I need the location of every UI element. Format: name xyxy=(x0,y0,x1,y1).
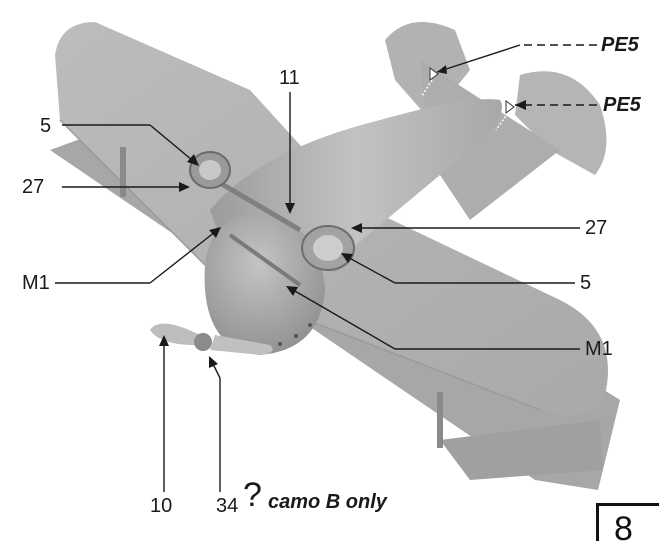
callout-pe5-upper: PE5 xyxy=(601,34,639,56)
callout-part-27-right: 27 xyxy=(585,217,608,239)
callout-pe5-lower: PE5 xyxy=(603,94,641,116)
machine-guns xyxy=(213,177,302,287)
page-number-frame xyxy=(596,503,659,541)
callout-part-m1-left: M1 xyxy=(22,272,50,294)
arrowheads xyxy=(159,65,526,368)
pe5-markers xyxy=(421,67,515,131)
gun-sight-right xyxy=(301,225,355,271)
tailplane xyxy=(385,22,607,220)
leader-lines xyxy=(55,44,597,492)
callout-part-10: 10 xyxy=(150,495,173,517)
callout-part-m1-right: M1 xyxy=(585,338,613,360)
gun-sight-left xyxy=(189,151,231,189)
optional-part-symbol: ? xyxy=(243,476,262,514)
page-number: 8 xyxy=(614,510,633,541)
callout-part-5-right: 5 xyxy=(580,272,592,294)
callout-part-34: 34 xyxy=(216,495,239,517)
callout-part-27-left: 27 xyxy=(22,176,45,198)
callout-part-11: 11 xyxy=(279,67,300,89)
camo-note: camo B only xyxy=(268,491,387,513)
callout-part-5-left: 5 xyxy=(40,115,52,137)
wing-struts xyxy=(120,147,443,448)
